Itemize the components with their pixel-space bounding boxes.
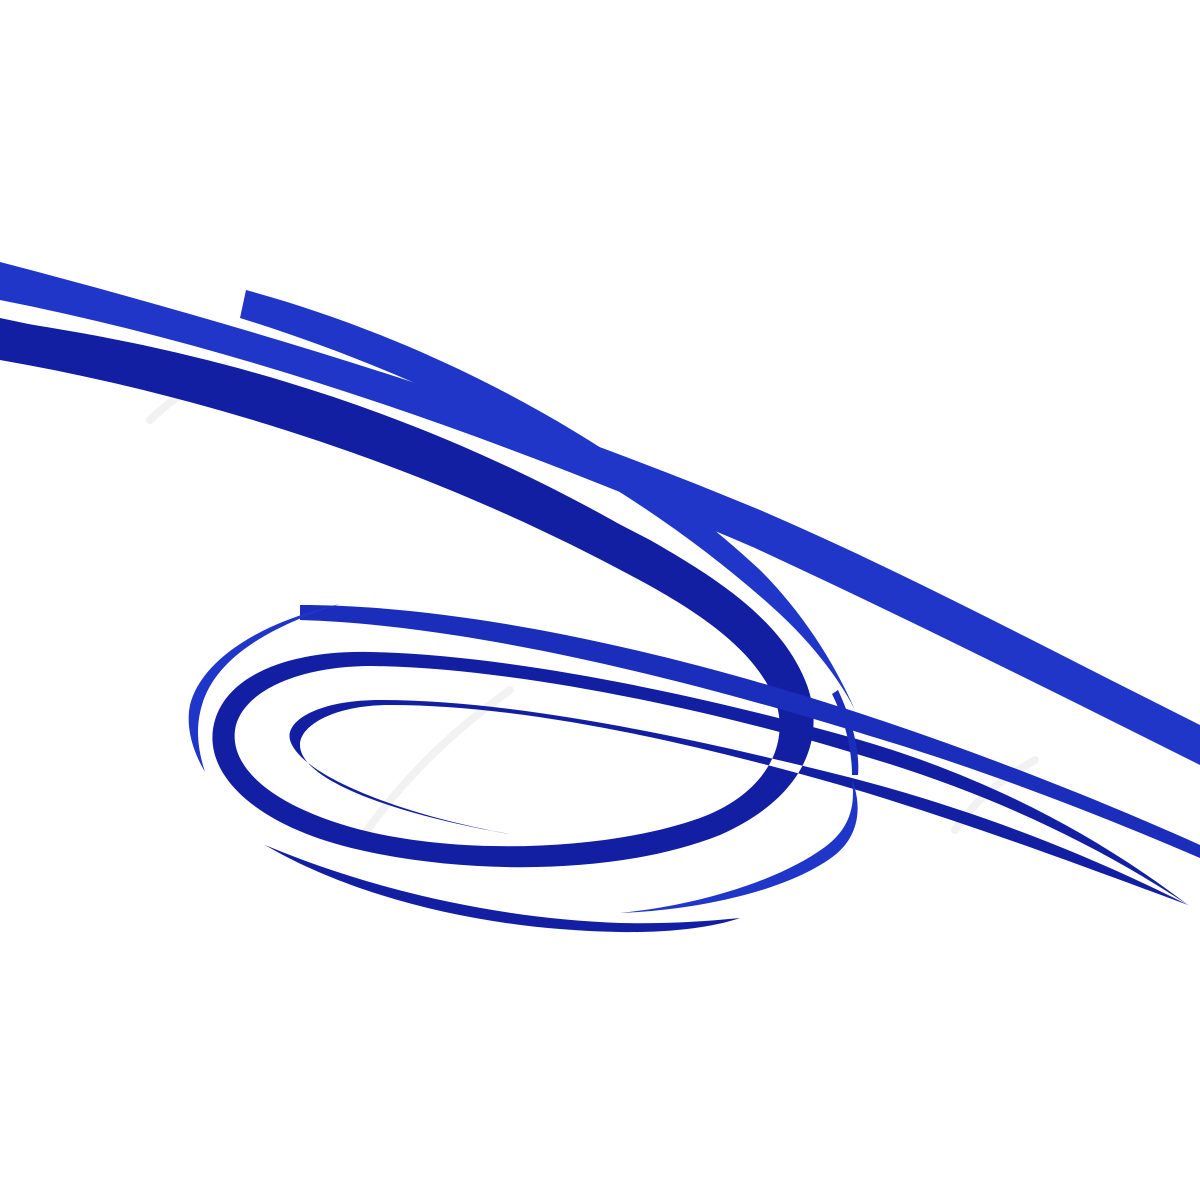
- outer-bottom-arc: [265, 845, 740, 933]
- upper-bright-ribbon: [240, 290, 855, 710]
- bright-blue-band: [0, 262, 1200, 765]
- deep-blue-main-stroke: [0, 318, 1188, 905]
- crossing-sliver: [832, 690, 859, 775]
